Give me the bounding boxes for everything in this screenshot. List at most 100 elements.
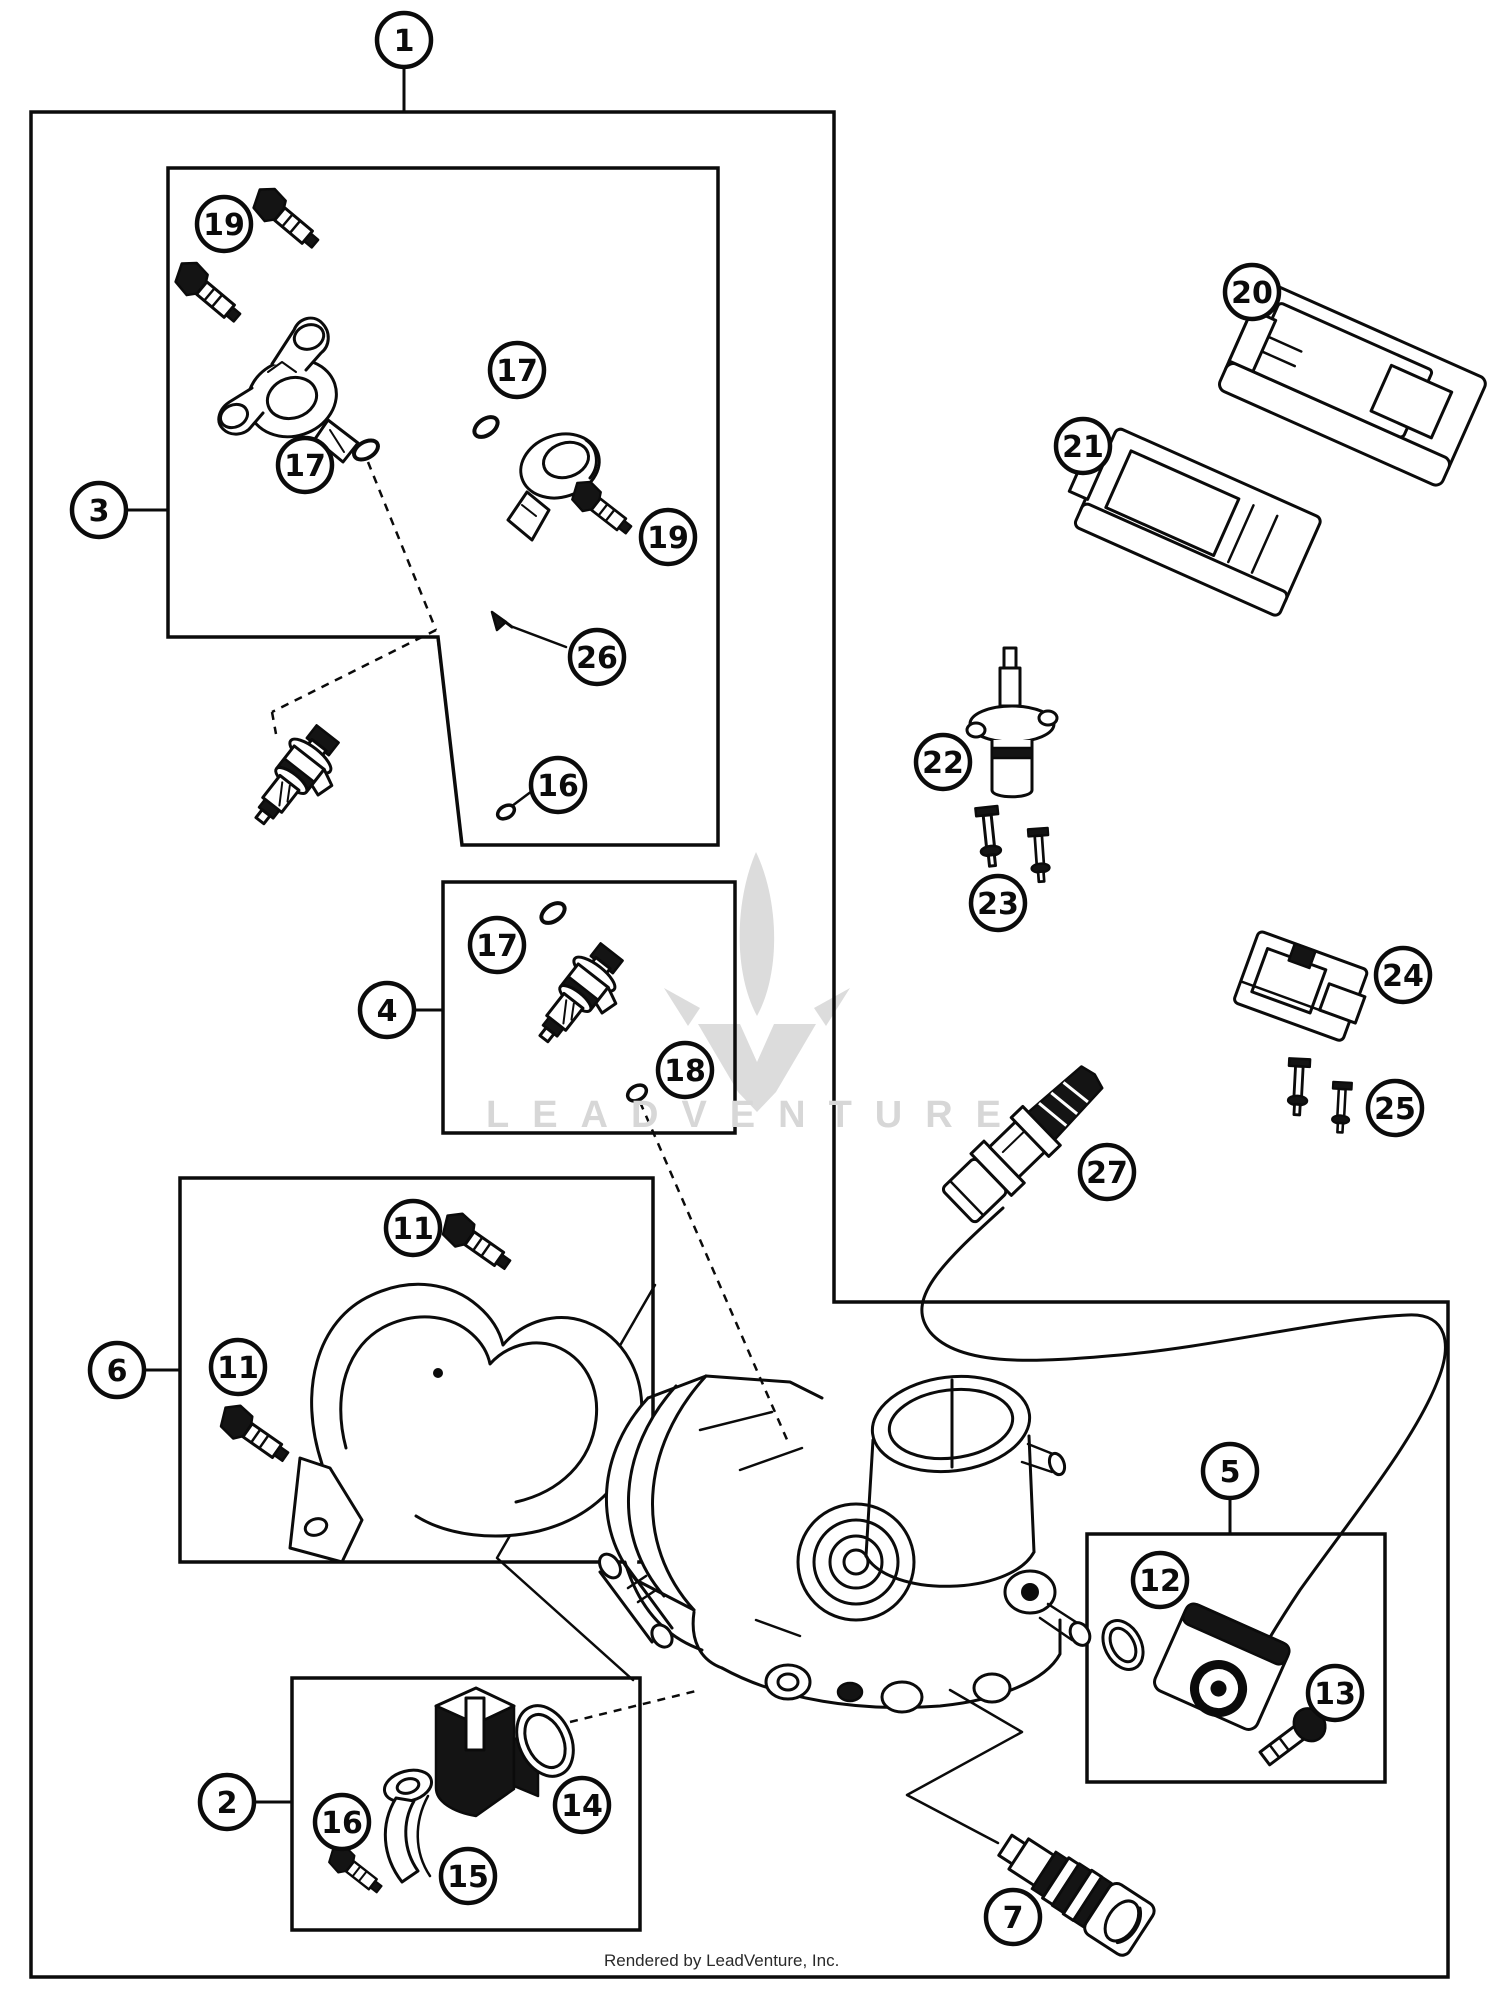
- callout-11b[interactable]: 11: [208, 1337, 268, 1397]
- leader-oring14-to-body: [569, 1688, 701, 1724]
- svg-text:1: 1: [394, 24, 415, 59]
- bolt-11-a: [434, 1205, 518, 1279]
- svg-text:21: 21: [1062, 430, 1104, 465]
- leader-zigzag-to-part7: [905, 1688, 1024, 1845]
- callout-17b[interactable]: 17: [487, 340, 547, 400]
- svg-text:20: 20: [1231, 276, 1273, 311]
- svg-text:24: 24: [1382, 959, 1424, 994]
- callout-19b[interactable]: 19: [638, 507, 698, 567]
- callout-23[interactable]: 23: [968, 873, 1028, 933]
- oring-12[interactable]: [1095, 1614, 1151, 1677]
- callout-6[interactable]: 6: [87, 1340, 147, 1400]
- callout-2[interactable]: 2: [197, 1772, 257, 1832]
- svg-text:14: 14: [561, 1789, 603, 1824]
- watermark-text: LEADVENTURE: [486, 1094, 1025, 1136]
- part-bracket-21[interactable]: [1057, 420, 1322, 617]
- render-credit-caption: Rendered by LeadVenture, Inc.: [604, 1951, 840, 1970]
- bolt-19-a: [244, 180, 327, 257]
- screw-13[interactable]: [1255, 1702, 1332, 1772]
- svg-text:16: 16: [537, 769, 579, 804]
- callout-18[interactable]: 18: [655, 1040, 715, 1100]
- part-fitting-7[interactable]: [989, 1820, 1158, 1959]
- svg-text:22: 22: [922, 746, 964, 781]
- callout-24[interactable]: 24: [1373, 945, 1433, 1005]
- svg-text:19: 19: [203, 208, 245, 243]
- oring-14[interactable]: [506, 1696, 584, 1785]
- callout-21[interactable]: 21: [1053, 416, 1113, 476]
- callout-20[interactable]: 20: [1222, 262, 1282, 322]
- callout-4[interactable]: 4: [357, 980, 417, 1040]
- group-box-4: [441, 880, 737, 1135]
- svg-text:19: 19: [647, 521, 689, 556]
- bolt-19-b: [166, 254, 249, 331]
- leader-oring18-to-body: [638, 1101, 790, 1443]
- svg-text:4: 4: [377, 994, 398, 1029]
- bolt-11-b: [212, 1397, 296, 1471]
- part-sensor-27[interactable]: [938, 1054, 1115, 1228]
- svg-text:2: 2: [217, 1786, 238, 1821]
- svg-text:15: 15: [447, 1860, 489, 1895]
- part-tps-12[interactable]: [1151, 1601, 1292, 1732]
- callout-17c[interactable]: 17: [467, 915, 527, 975]
- part-bracket-24[interactable]: [1233, 930, 1374, 1044]
- part-sensor-17-19[interactable]: [506, 424, 608, 542]
- callout-19a[interactable]: 19: [194, 194, 254, 254]
- callout-22[interactable]: 22: [913, 732, 973, 792]
- part-lever-15[interactable]: [381, 1765, 435, 1884]
- callout-25[interactable]: 25: [1365, 1078, 1425, 1138]
- callout-16a[interactable]: 16: [528, 755, 588, 815]
- callout-13[interactable]: 13: [1305, 1663, 1365, 1723]
- callout-16b[interactable]: 16: [312, 1792, 372, 1852]
- screw-23-a: [973, 804, 1005, 869]
- svg-text:3: 3: [89, 494, 110, 529]
- part-ecu-20[interactable]: [1217, 281, 1488, 488]
- callout-7[interactable]: 7: [983, 1887, 1043, 1947]
- callout-ticks: [124, 65, 1232, 1804]
- svg-text:13: 13: [1314, 1677, 1356, 1712]
- svg-text:25: 25: [1374, 1092, 1416, 1127]
- screw-23-b: [1026, 826, 1053, 884]
- part-injector-b: [522, 935, 641, 1062]
- screw-19-c: [564, 474, 639, 542]
- svg-text:7: 7: [1003, 1901, 1024, 1936]
- svg-text:18: 18: [664, 1054, 706, 1089]
- screw-16-b: [321, 1839, 389, 1900]
- oring-17-b: [468, 410, 504, 444]
- callout-11a[interactable]: 11: [383, 1198, 443, 1258]
- callout-15[interactable]: 15: [438, 1846, 498, 1906]
- oring-18: [625, 1083, 649, 1103]
- callout-27[interactable]: 27: [1077, 1142, 1137, 1202]
- part-valve-22[interactable]: [965, 646, 1059, 799]
- cable-from-part27: [920, 1206, 1447, 1674]
- svg-text:17: 17: [496, 354, 538, 389]
- svg-text:17: 17: [476, 929, 518, 964]
- svg-text:11: 11: [392, 1212, 434, 1247]
- svg-text:16: 16: [321, 1806, 363, 1841]
- callout-3[interactable]: 3: [69, 480, 129, 540]
- group-box-5: [1085, 1532, 1387, 1784]
- svg-text:12: 12: [1139, 1564, 1181, 1599]
- oring-16: [495, 803, 517, 821]
- part-throttle-body[interactable]: [595, 1368, 1094, 1714]
- svg-text:23: 23: [977, 887, 1019, 922]
- callout-1[interactable]: 1: [374, 10, 434, 70]
- part-pin-26[interactable]: [490, 610, 514, 632]
- callout-14[interactable]: 14: [552, 1775, 612, 1835]
- part-injector-a: [238, 717, 357, 844]
- callout-26[interactable]: 26: [567, 627, 627, 687]
- parts-layer: [166, 180, 1488, 1959]
- svg-text:17: 17: [284, 449, 326, 484]
- callout-17a[interactable]: 17: [275, 435, 335, 495]
- svg-text:5: 5: [1220, 1455, 1241, 1490]
- callout-12[interactable]: 12: [1130, 1550, 1190, 1610]
- group-box-1: [29, 110, 1450, 1979]
- part-cover-6[interactable]: [288, 1282, 644, 1564]
- part-bracket-19[interactable]: [217, 316, 360, 464]
- oring-17-c: [535, 896, 571, 930]
- leadventure-logo-mark: [664, 852, 850, 1112]
- svg-text:11: 11: [217, 1351, 259, 1386]
- callout-5[interactable]: 5: [1200, 1441, 1260, 1501]
- svg-text:6: 6: [107, 1354, 128, 1389]
- svg-text:27: 27: [1086, 1156, 1128, 1191]
